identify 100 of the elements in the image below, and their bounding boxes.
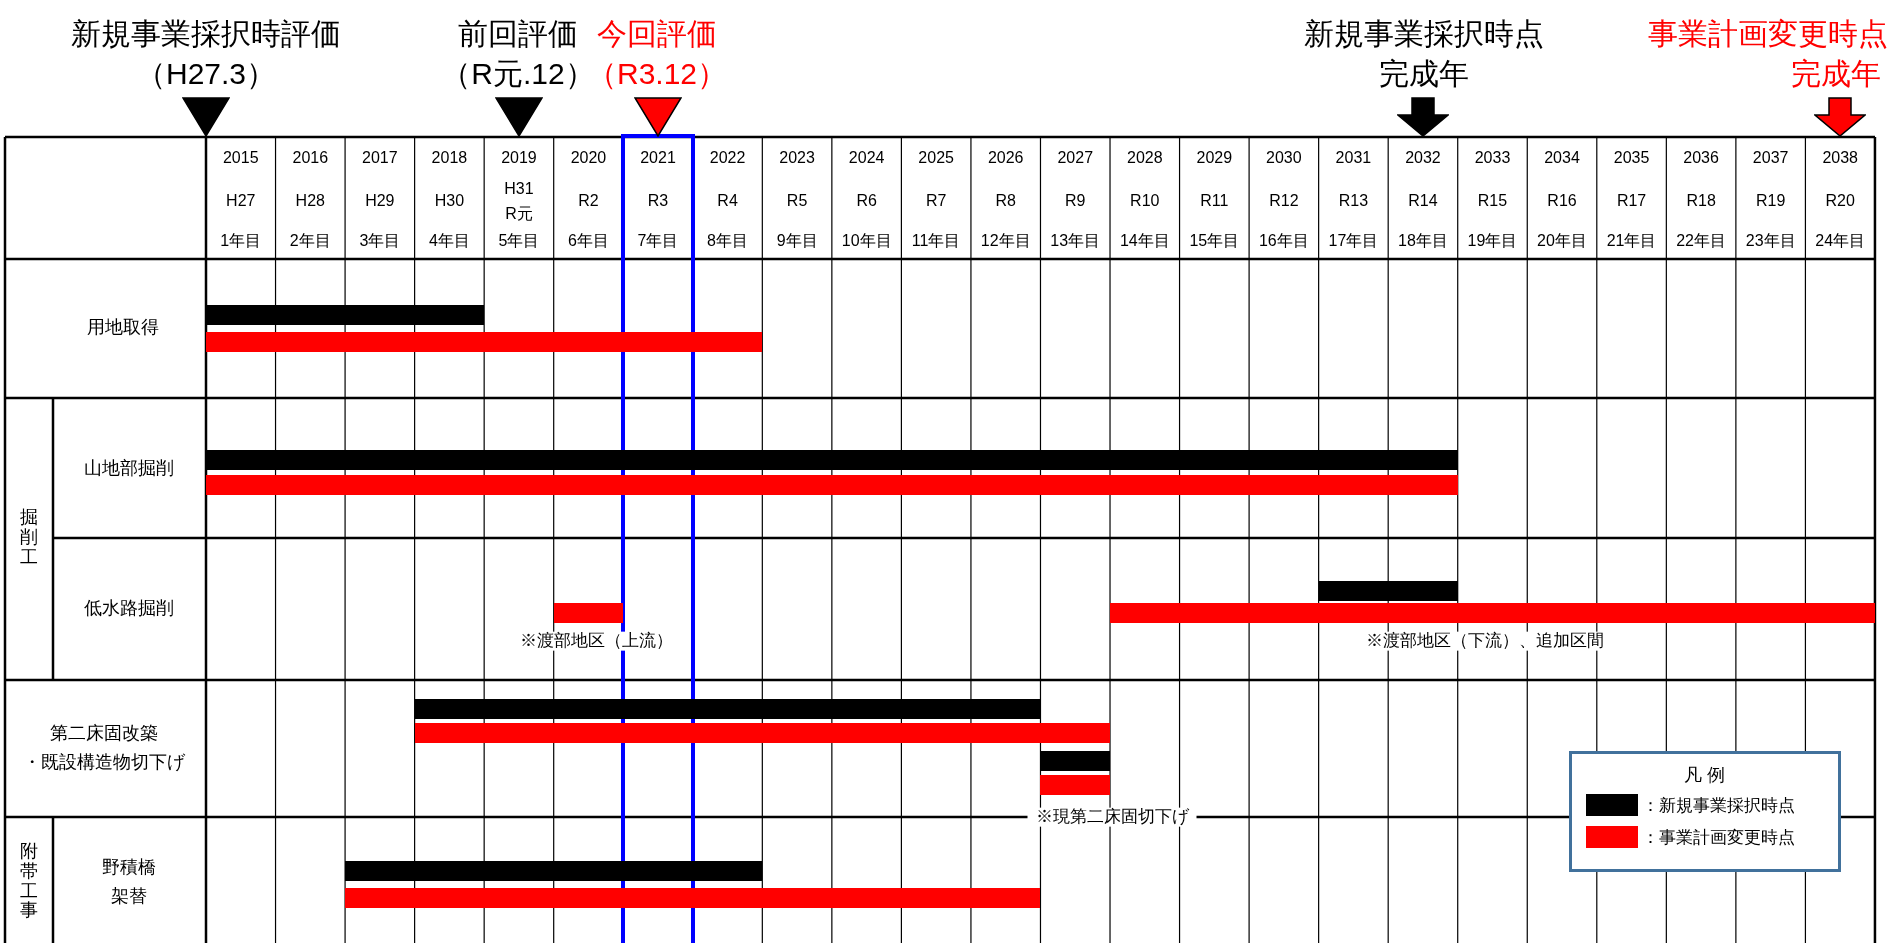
era-label: R9	[1065, 192, 1086, 210]
era-label: H27	[226, 192, 256, 210]
year-count-label: 16年目	[1258, 232, 1309, 250]
year-count-label: 12年目	[980, 232, 1031, 250]
year-count-label: 21年目	[1606, 232, 1657, 250]
year-count-label: 13年目	[1050, 232, 1101, 250]
milestone-label: 事業計画変更時点	[1648, 16, 1888, 50]
year-label: 2026	[987, 149, 1024, 167]
milestone-label: 新規事業採択時点	[1304, 16, 1544, 50]
schedule-bar	[206, 475, 1458, 495]
row-heading: 山地部掘削	[84, 459, 174, 479]
schedule-bar	[1318, 581, 1458, 601]
era-label: R2	[578, 192, 599, 210]
legend-title: 凡 例	[1684, 766, 1726, 786]
year-count-label: 22年目	[1676, 232, 1726, 250]
schedule-bar	[206, 305, 485, 325]
year-label: 2015	[222, 149, 259, 167]
milestone-label: 今回評価	[597, 16, 717, 50]
year-count-label: 2年目	[289, 232, 331, 250]
row-heading: ・既設構造物切下げ	[23, 753, 185, 773]
year-label: 2018	[431, 149, 468, 167]
year-count-label: 15年目	[1189, 232, 1240, 250]
year-count-label: 23年目	[1745, 232, 1796, 250]
schedule-bar	[206, 450, 1458, 470]
year-label: 2024	[848, 149, 885, 167]
year-label: 2025	[918, 149, 954, 167]
year-label: 2020	[570, 149, 607, 167]
year-count-label: 10年目	[841, 232, 892, 250]
milestone-label: 前回評価	[458, 16, 578, 50]
row-heading: 低水路掘削	[84, 599, 174, 619]
era-label: R14	[1408, 192, 1438, 210]
schedule-bar	[1040, 775, 1110, 795]
era-label: R3	[647, 192, 669, 210]
milestone-label: 完成年	[1379, 56, 1469, 90]
schedule-bar	[345, 888, 1041, 908]
year-count-label: 11年目	[911, 232, 961, 250]
year-label: 2021	[640, 149, 676, 167]
year-label: 2027	[1057, 149, 1094, 167]
schedule-bar	[414, 699, 1041, 719]
year-count-label: 9年目	[776, 232, 818, 250]
year-count-label: 4年目	[428, 232, 470, 250]
row-heading: 架替	[111, 887, 147, 907]
row-heading: 第二床固改築	[50, 724, 158, 744]
era-label: H31	[504, 180, 534, 198]
year-count-label: 5年目	[498, 232, 540, 250]
era-label: R12	[1269, 192, 1299, 210]
year-label: 2038	[1822, 149, 1858, 167]
year-label: 2036	[1683, 149, 1719, 167]
year-count-label: 7年目	[637, 232, 679, 250]
milestone-label: 完成年	[1791, 56, 1881, 90]
year-label: 2029	[1196, 149, 1233, 167]
era-label: R16	[1547, 192, 1577, 210]
year-count-label: 14年目	[1119, 232, 1170, 250]
year-label: 2034	[1544, 149, 1580, 167]
era-label: R4	[717, 192, 738, 210]
row-heading: 用地取得	[87, 318, 159, 338]
year-count-label: 6年目	[568, 232, 609, 250]
era-label: R17	[1616, 192, 1647, 210]
year-label: 2016	[292, 149, 329, 167]
schedule-bar	[206, 332, 763, 352]
era-label: R18	[1686, 192, 1716, 210]
year-label: 2037	[1752, 149, 1789, 167]
era-label: R8	[995, 192, 1016, 210]
year-count-label: 18年目	[1398, 232, 1448, 250]
era-label: R7	[925, 192, 947, 210]
year-label: 2028	[1127, 149, 1163, 167]
schedule-bar	[1040, 751, 1110, 771]
milestone-label: （H27.3）	[135, 56, 277, 90]
year-count-label: 8年目	[707, 232, 748, 250]
year-label: 2035	[1613, 149, 1650, 167]
row-heading: 野積橋	[102, 858, 156, 878]
era-label: R6	[856, 192, 877, 210]
group-heading: 附帯工事	[20, 842, 38, 922]
year-count-label: 24年目	[1815, 232, 1866, 250]
year-label: 2032	[1405, 149, 1441, 167]
era-label: R19	[1755, 192, 1786, 210]
year-count-label: 19年目	[1467, 232, 1518, 250]
era-label: R元	[505, 205, 533, 223]
year-label: 2022	[709, 149, 746, 167]
era-label: R15	[1477, 192, 1508, 210]
year-label: 2033	[1474, 149, 1511, 167]
era-label: R11	[1200, 192, 1229, 210]
year-count-label: 3年目	[359, 232, 401, 250]
schedule-bar	[553, 603, 624, 623]
milestone-label: 新規事業採択時評価	[71, 16, 341, 50]
schedule-bar	[345, 861, 763, 881]
year-count-label: 1年目	[220, 232, 262, 250]
era-label: R10	[1130, 192, 1160, 210]
legend-label: ：事業計画変更時点	[1642, 828, 1795, 846]
year-label: 2023	[779, 149, 815, 167]
era-label: H30	[434, 192, 465, 210]
schedule-bar	[1110, 603, 1875, 623]
era-label: R13	[1338, 192, 1369, 210]
schedule-bar	[414, 723, 1110, 743]
era-label: H28	[295, 192, 325, 210]
note-text: ※現第二床固切下げ	[1027, 807, 1197, 827]
era-label: H29	[365, 192, 395, 210]
year-count-label: 20年目	[1537, 232, 1587, 250]
group-heading: 掘削工	[20, 508, 38, 568]
year-label: 2019	[501, 149, 537, 167]
